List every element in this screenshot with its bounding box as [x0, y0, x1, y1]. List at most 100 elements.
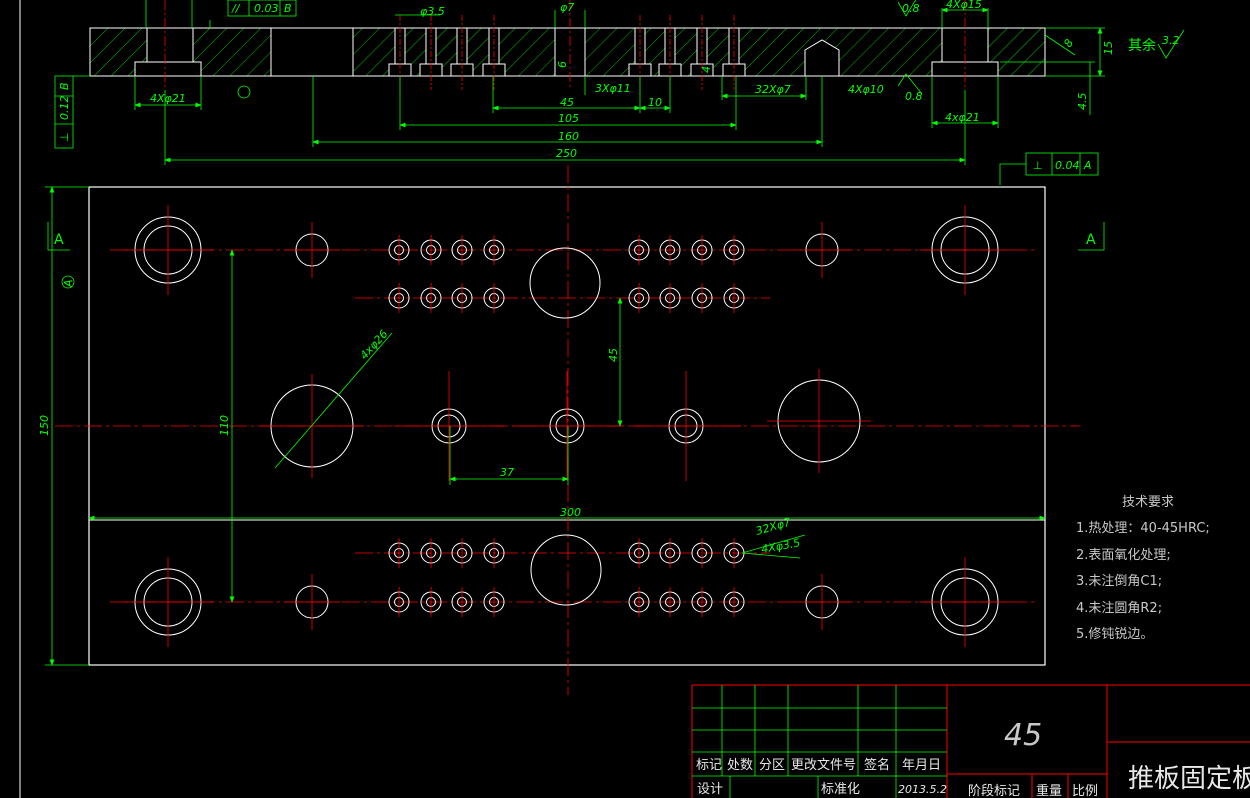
- medium-hole: [794, 574, 850, 630]
- section-indicator-left: [47, 222, 70, 251]
- dim-6: 6: [556, 61, 569, 68]
- tb-stage: 阶段标记: [968, 784, 1020, 798]
- medium-hole: [794, 222, 850, 278]
- dim-4x21-right: 4xφ21: [945, 111, 980, 124]
- roughness-bottom-value: 0.8: [905, 90, 923, 103]
- dim-32x7: 32Xφ7: [755, 83, 791, 96]
- dim-10: 10: [648, 96, 662, 109]
- section-small-hole: [722, 15, 746, 90]
- small-hole-phi7: [388, 235, 410, 265]
- perp-right-datum: A: [1083, 159, 1092, 172]
- tech-item-3: 3.未注倒角C1;: [1076, 574, 1162, 589]
- section-small-hole: [482, 15, 506, 90]
- dim-3x11: 3Xφ11: [595, 82, 631, 95]
- plan-dim-texts: 300 150 110 45 37 4xφ26 32Xφ7 4Xφ3.5 A: [38, 279, 801, 555]
- tech-item-4: 4.未注圆角R2;: [1076, 601, 1162, 616]
- small-hole-phi7: [723, 235, 745, 265]
- corner-counterbore-hole: [123, 557, 213, 647]
- dim-4x15: 4Xφ15: [946, 0, 982, 11]
- dim-45-vertical: 45: [607, 348, 620, 362]
- tb-standard: 标准化: [821, 782, 860, 797]
- dim-4: 4: [700, 66, 713, 73]
- small-hole-phi7: [388, 283, 410, 313]
- flatness-value: 0.03: [254, 2, 279, 15]
- small-hole-phi7: [388, 587, 410, 617]
- section-label-left: A: [54, 232, 64, 248]
- datum-circle-top: [237, 85, 251, 99]
- tb-header-zone: 分区: [759, 758, 785, 773]
- small-hole-phi7: [723, 283, 745, 313]
- small-hole-phi7: [628, 587, 650, 617]
- corner-counterbore-hole: [920, 557, 1010, 647]
- tech-item-5: 5.修钝锐边。: [1076, 627, 1153, 642]
- tb-weight: 重量: [1036, 783, 1062, 798]
- small-hole-phi7: [628, 235, 650, 265]
- small-hole-phi7: [723, 587, 745, 617]
- small-hole-phi7: [691, 538, 713, 568]
- tb-material: 45: [1004, 718, 1042, 753]
- title-block: [691, 684, 1250, 798]
- phi26-hole: [767, 369, 871, 473]
- counterbore-hole-phi11: [394, 371, 504, 481]
- section-hole-left-bore: [134, 61, 202, 77]
- small-hole-phi7: [388, 538, 410, 568]
- section-small-hole: [450, 15, 474, 90]
- small-hole-phi7: [659, 283, 681, 313]
- small-hole-phi7: [483, 538, 505, 568]
- dim-150: 150: [38, 415, 51, 436]
- perp-frame-left: B 0.12 ⊥: [54, 75, 90, 149]
- phi26-hole: [260, 374, 364, 478]
- roughness-top-value: 0.8: [902, 2, 920, 15]
- section-gap-left: [270, 27, 354, 77]
- tb-header-count: 处数: [727, 758, 753, 773]
- small-hole-phi7: [483, 235, 505, 265]
- perp-right-symbol: ⊥: [1033, 159, 1043, 172]
- title-block-text: 标记 处数 分区 更改文件号 签名 年月日 设计 标准化 2013.5.2 阶段…: [696, 718, 1250, 798]
- medium-hole: [284, 574, 340, 630]
- small-hole-phi7: [420, 235, 442, 265]
- plan-dimensions: [45, 186, 1046, 666]
- dim-d3-5-top: φ3.5: [420, 5, 445, 18]
- section-view: [89, 0, 1046, 90]
- section-dim-texts: 4Xφ21 250 160 105 45 10 3Xφ11 32Xφ7 4Xφ1…: [150, 0, 1115, 160]
- corner-counterbore-hole: [920, 205, 1010, 295]
- center-large-hole: [530, 534, 602, 606]
- dim-110: 110: [218, 415, 231, 436]
- plan-view: [55, 165, 1080, 695]
- dim-45: 45: [560, 96, 574, 109]
- tb-header-mark: 标记: [696, 758, 722, 773]
- small-hole-phi7: [659, 538, 681, 568]
- perp-left-symbol: ⊥: [58, 132, 71, 142]
- roughness-marks: [61, 0, 1185, 289]
- tb-design: 设计: [697, 782, 723, 797]
- roughness-rest-value: 3.2: [1162, 34, 1180, 47]
- small-hole-phi7: [451, 538, 473, 568]
- small-hole-phi7: [451, 587, 473, 617]
- small-hole-phi7: [691, 587, 713, 617]
- datum-symbol-a: A: [62, 279, 75, 288]
- dim-37: 37: [500, 466, 514, 479]
- dim-d7-top: φ7: [560, 1, 574, 14]
- perp-left-datum: B: [58, 82, 71, 90]
- section-small-hole: [658, 15, 682, 90]
- section-small-hole: [388, 15, 412, 90]
- dim-300: 300: [560, 506, 581, 519]
- dim-4x21-left: 4Xφ21: [150, 92, 186, 105]
- tb-part-name: 推板固定板: [1128, 764, 1250, 794]
- small-hole-phi7: [451, 283, 473, 313]
- small-hole-phi7: [420, 538, 442, 568]
- dim-32x7-plan: 32Xφ7: [754, 516, 792, 538]
- tb-scale: 比例: [1072, 784, 1098, 798]
- small-hole-phi7: [628, 538, 650, 568]
- tech-requirements: 技术要求 1.热处理：40-45HRC; 2.表面氧化处理; 3.未注倒角C1;…: [1076, 495, 1210, 642]
- small-hole-phi7: [420, 283, 442, 313]
- tb-header-signature: 签名: [864, 757, 890, 773]
- dim-105: 105: [558, 112, 579, 125]
- small-hole-phi7: [659, 587, 681, 617]
- perp-left-value: 0.12: [58, 96, 71, 121]
- section-indicator-right: [1078, 222, 1105, 251]
- section-cone: [804, 39, 840, 77]
- plan-centerlines: [55, 165, 1080, 695]
- tech-title: 技术要求: [1122, 495, 1174, 510]
- small-hole-phi7: [659, 235, 681, 265]
